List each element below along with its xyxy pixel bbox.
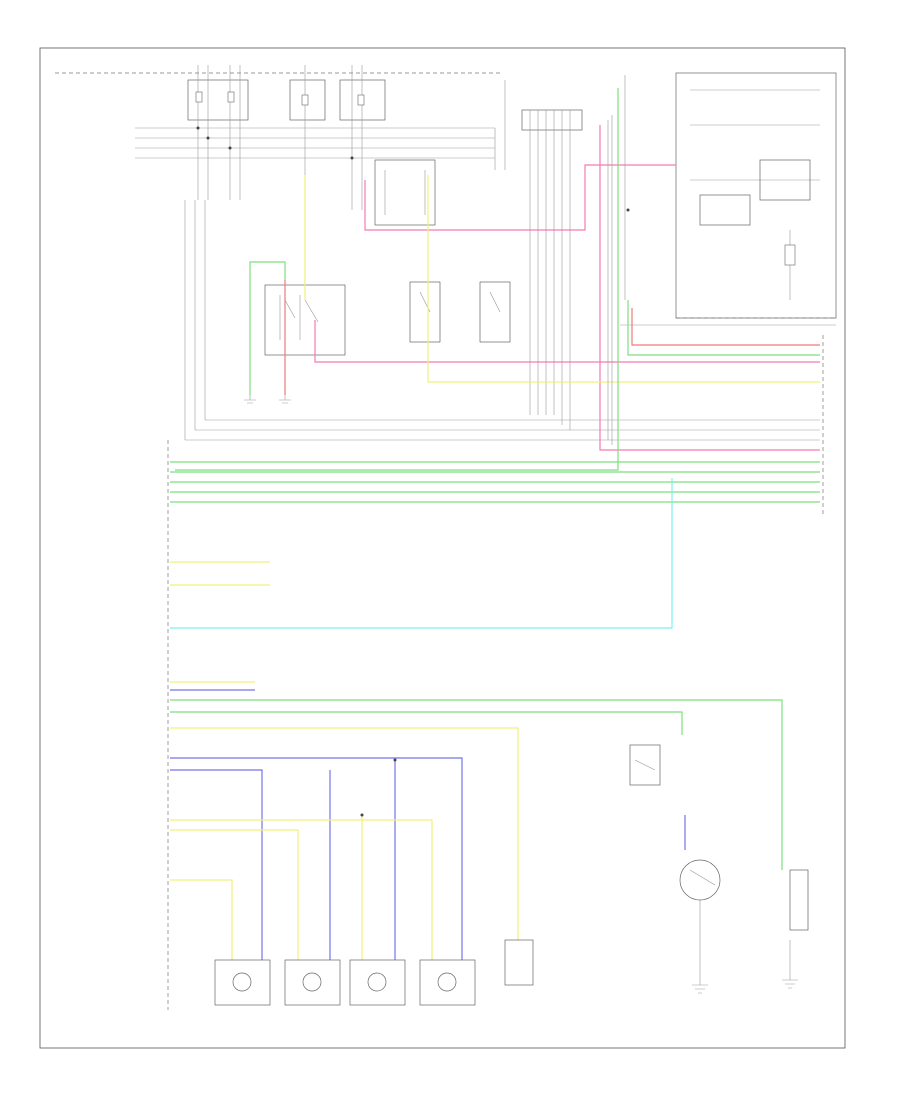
- position-sensor: [679, 859, 721, 994]
- fuse-box-mid: [289, 65, 326, 175]
- yellow-sensor-wire: [170, 727, 519, 940]
- yellow-short-wires: [170, 561, 270, 586]
- ground-icon: [279, 399, 291, 404]
- upper-relay-block: [374, 159, 436, 226]
- fuse-icon: [357, 94, 365, 106]
- junction-dots: [196, 126, 630, 817]
- fuse-icon: [227, 91, 235, 103]
- right-sensor-switch: [629, 744, 661, 786]
- module-gray-lines: [607, 75, 626, 445]
- motor-2: [284, 959, 341, 1006]
- blue-motor-wires: [170, 757, 463, 960]
- ground-group: [244, 395, 291, 404]
- ground-icon: [782, 979, 798, 989]
- bottom-sensor: [504, 939, 534, 986]
- ground-icon: [692, 984, 708, 994]
- fuse-box-right: [339, 65, 386, 210]
- signal-pair-wires: [170, 681, 255, 691]
- motor-icon: [302, 972, 322, 992]
- ground-icon: [244, 399, 256, 404]
- motor-4: [419, 959, 476, 1006]
- yellow-motor-wires: [170, 815, 433, 960]
- motor-1: [214, 959, 271, 1006]
- switch-icon: [284, 299, 296, 319]
- motor-icon: [367, 972, 387, 992]
- switch-block-b: [479, 281, 511, 343]
- yellow-upper-wires: [304, 175, 820, 383]
- fuse-box-left: [187, 65, 249, 200]
- fuse-icon: [301, 94, 309, 106]
- green-upper-wires: [175, 88, 820, 471]
- connector-icon: [784, 244, 796, 266]
- green-lower-wires: [170, 699, 783, 870]
- switch-block-a: [409, 281, 441, 343]
- top-right-connector: [521, 109, 583, 430]
- switch-icon: [689, 869, 716, 886]
- control-module: [675, 72, 837, 319]
- green-bus-group: [170, 461, 820, 503]
- cyan-wire: [170, 478, 673, 629]
- pink-wires: [314, 125, 820, 451]
- gray-return-lines: [184, 200, 820, 441]
- diagram-frame: [39, 47, 846, 1049]
- right-module-connector: [782, 869, 809, 989]
- fuse-bus-lines: [135, 80, 506, 170]
- red-wires: [284, 280, 820, 395]
- motor-icon: [437, 972, 457, 992]
- switch-icon: [304, 299, 319, 323]
- fuse-icon: [195, 91, 203, 103]
- motor-icon: [232, 972, 252, 992]
- motor-3: [349, 959, 406, 1006]
